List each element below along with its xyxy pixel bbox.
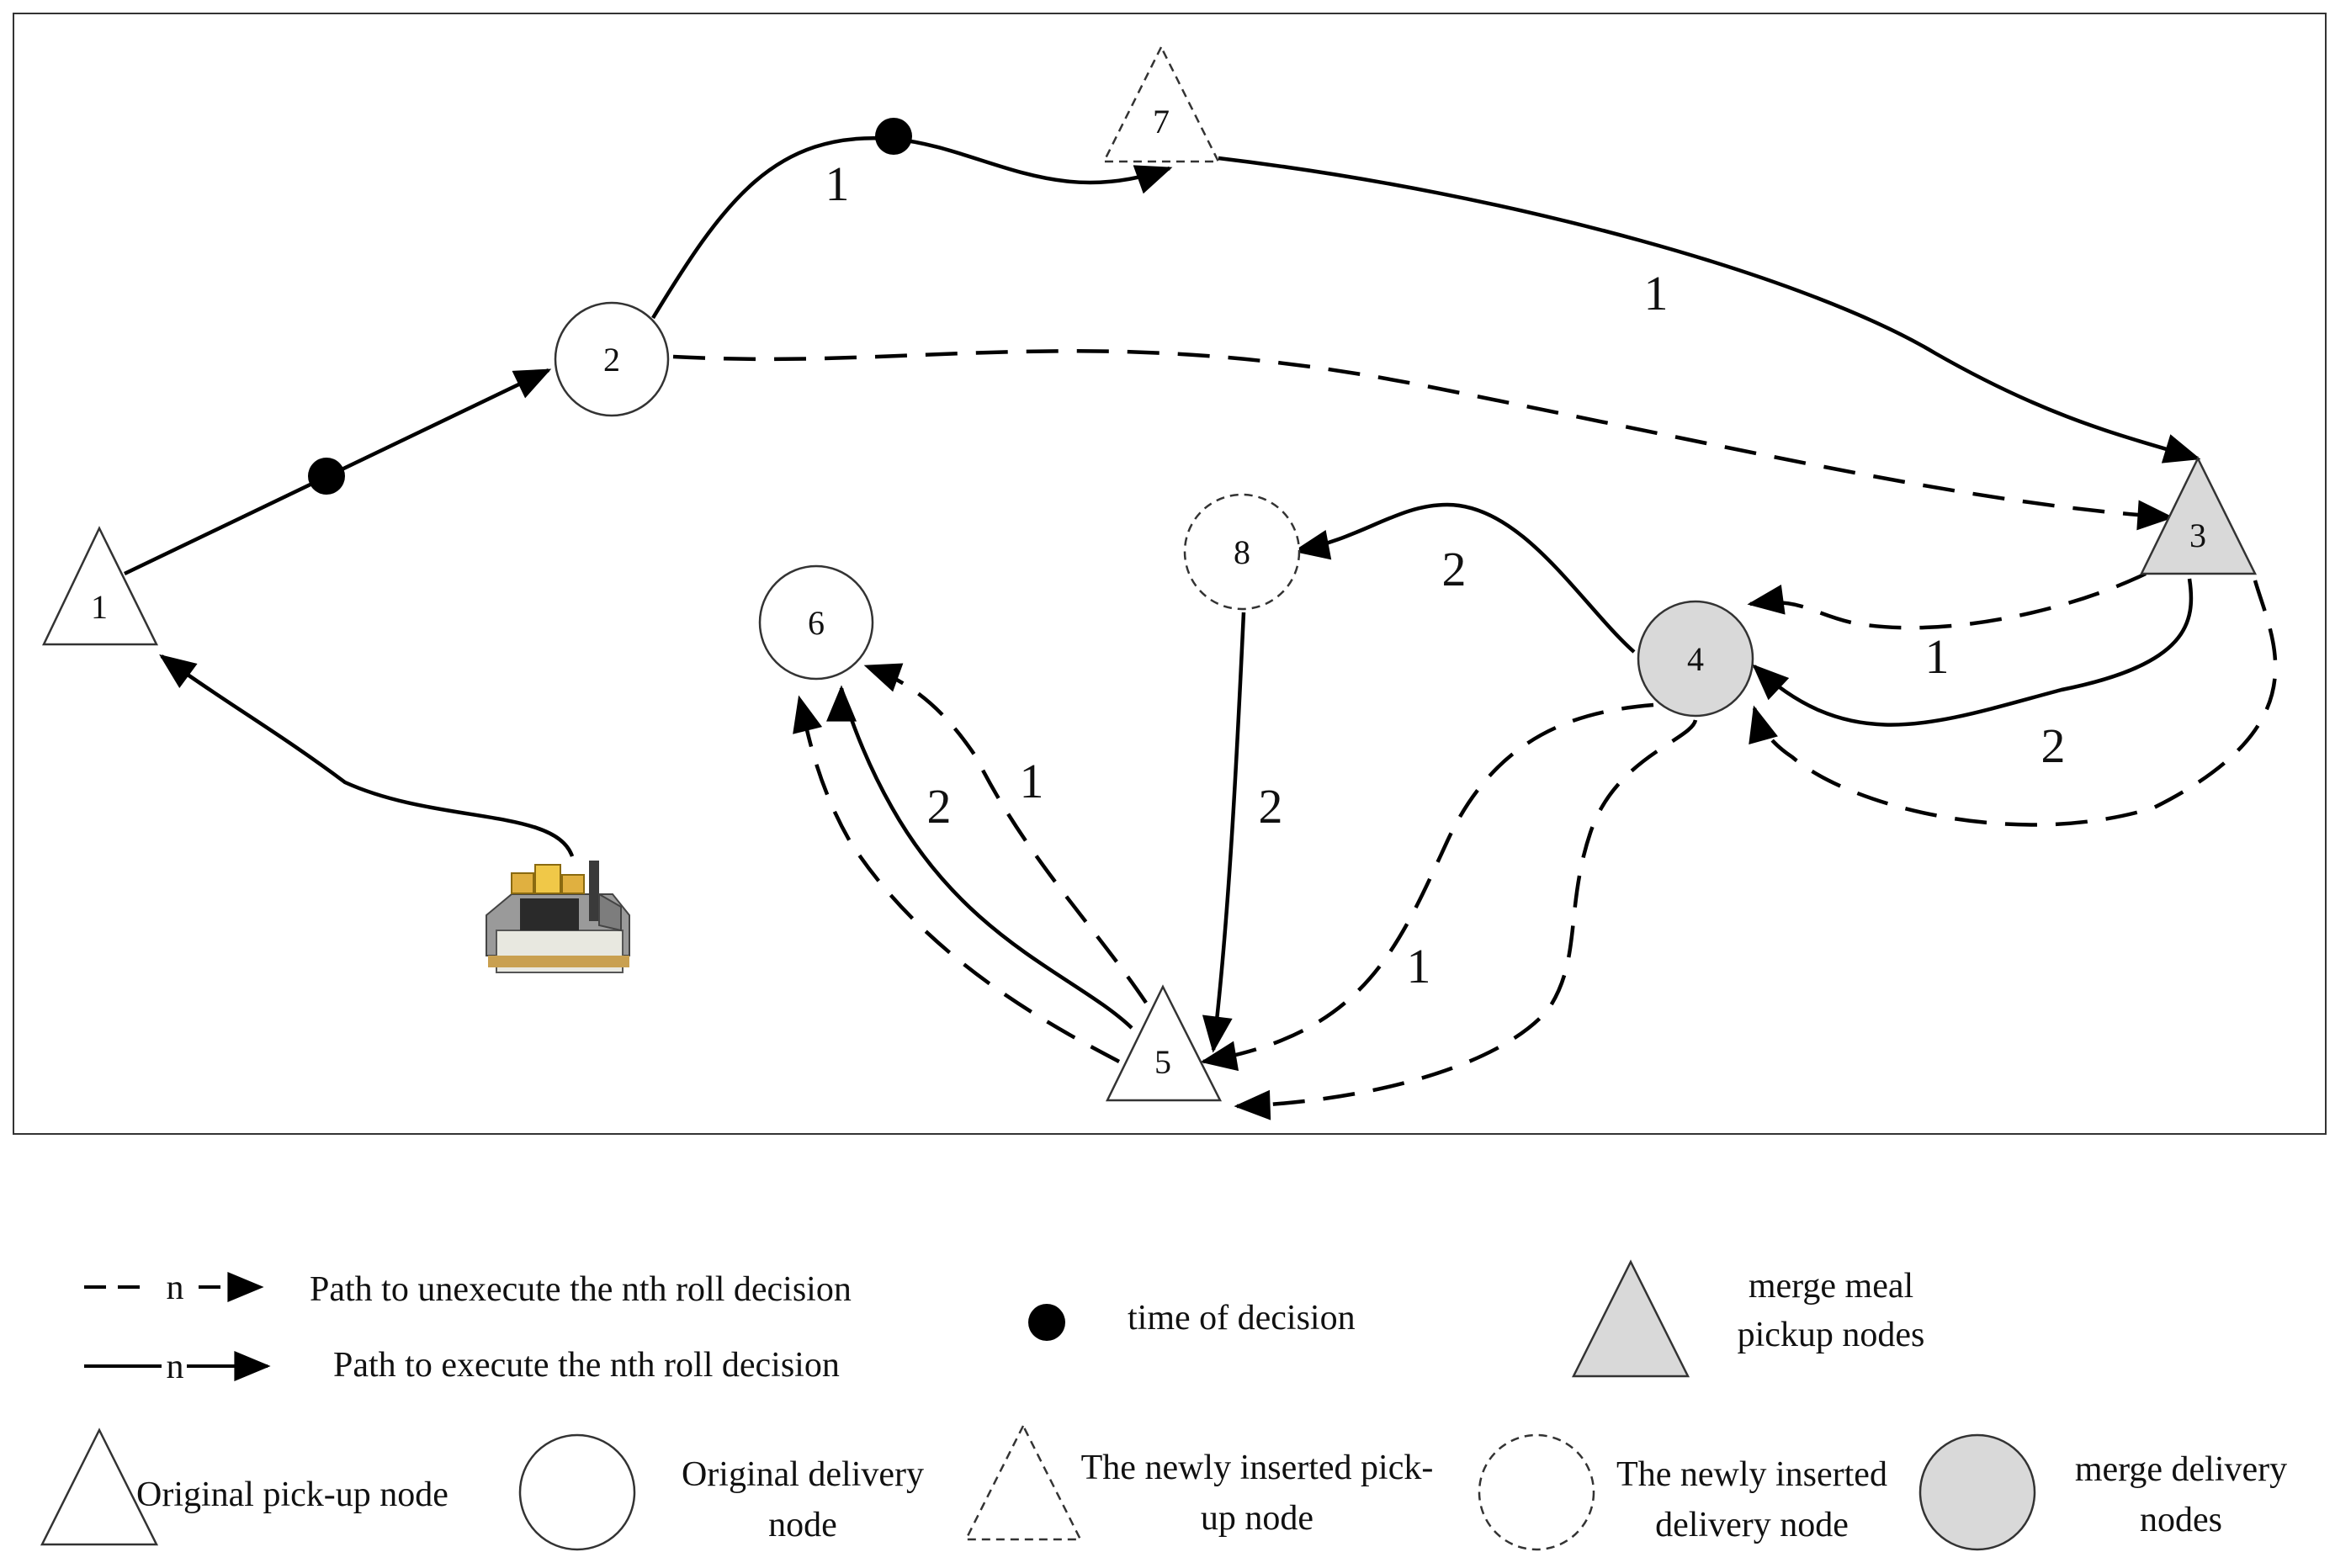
node-8: 8 xyxy=(1183,493,1301,611)
node-3: 3 xyxy=(2139,456,2258,575)
edges xyxy=(124,135,2278,1120)
legend-new-delivery: The newly inserted delivery node xyxy=(1478,1433,1887,1551)
svg-text:7: 7 xyxy=(1153,103,1170,140)
legend-merge-pickup: merge meal pickup nodes xyxy=(1571,1259,1925,1378)
svg-text:node: node xyxy=(768,1506,837,1544)
node-4: 4 xyxy=(1637,600,1754,718)
legend-solid-path: n Path to execute the nth roll decision xyxy=(84,1346,840,1386)
edge-vehicle-to-1 xyxy=(159,654,575,857)
edge-label-8-5: 2 xyxy=(1259,779,1283,834)
edge-label-5-6-dashed: 1 xyxy=(1020,754,1044,808)
node-5: 5 xyxy=(1105,984,1223,1102)
svg-text:The newly inserted: The newly inserted xyxy=(1616,1455,1887,1494)
svg-text:pickup nodes: pickup nodes xyxy=(1738,1316,1925,1354)
svg-text:3: 3 xyxy=(2189,516,2206,554)
svg-text:The newly inserted pick-: The newly inserted pick- xyxy=(1081,1449,1434,1487)
svg-text:8: 8 xyxy=(1234,533,1250,571)
svg-text:Original pick-up node: Original pick-up node xyxy=(136,1475,448,1514)
legend-dashed-path: n Path to unexecute the nth roll decisio… xyxy=(84,1269,852,1309)
svg-text:1: 1 xyxy=(91,588,108,626)
diagram-frame xyxy=(13,13,2327,1135)
edge-label-4-5-dashed: 1 xyxy=(1407,939,1431,993)
svg-text:time of decision: time of decision xyxy=(1128,1299,1356,1338)
svg-text:2: 2 xyxy=(603,341,620,379)
node-7: 7 xyxy=(1101,45,1221,163)
edge-7-to-3 xyxy=(1218,156,2201,464)
edge-8-to-5 xyxy=(1202,612,1246,1053)
svg-text:merge meal: merge meal xyxy=(1749,1267,1913,1306)
node-6: 6 xyxy=(758,564,874,681)
legend-new-pickup: The newly inserted pick- up node xyxy=(963,1423,1434,1541)
edge-5-to-6-dashed xyxy=(863,663,1148,1004)
edge-4-to-5-dashed-2 xyxy=(1234,719,1698,1120)
legend-decision-time: time of decision xyxy=(1028,1299,1356,1341)
decision-dot-2 xyxy=(875,118,912,155)
edge-label-3-4-solid: 2 xyxy=(2041,718,2066,773)
node-2: 2 xyxy=(554,301,670,417)
edge-label-4-8: 2 xyxy=(1442,542,1467,596)
edge-label-7-3: 1 xyxy=(1644,266,1669,320)
svg-text:delivery node: delivery node xyxy=(1655,1506,1849,1544)
svg-text:6: 6 xyxy=(808,604,825,642)
edge-5-to-6-dashed-back xyxy=(793,695,1121,1063)
edge-3-to-4-solid xyxy=(1752,578,2194,727)
svg-text:n: n xyxy=(167,1269,184,1307)
svg-text:5: 5 xyxy=(1154,1043,1171,1081)
legend-original-delivery: Original delivery node xyxy=(518,1433,924,1551)
svg-text:nodes: nodes xyxy=(2140,1501,2222,1539)
edge-label-3-4-dashed: 1 xyxy=(1925,629,1950,684)
legend: n Path to unexecute the nth roll decisio… xyxy=(40,1259,2287,1551)
decision-dot-1 xyxy=(308,458,345,495)
legend-merge-delivery: merge delivery nodes xyxy=(1918,1433,2287,1551)
delivery-robot-icon xyxy=(486,861,630,973)
legend-original-pickup: Original pick-up node xyxy=(40,1428,448,1546)
svg-text:n: n xyxy=(167,1348,184,1386)
edge-4-to-5-dashed-1 xyxy=(1200,702,1654,1072)
svg-text:up node: up node xyxy=(1201,1499,1313,1538)
edge-3-to-4-dashed-loop xyxy=(1749,580,2278,827)
edge-5-to-6-solid xyxy=(826,685,1133,1030)
svg-text:Original delivery: Original delivery xyxy=(682,1455,924,1494)
svg-text:4: 4 xyxy=(1687,640,1704,678)
svg-text:merge delivery: merge delivery xyxy=(2075,1450,2287,1489)
edge-4-to-8 xyxy=(1292,502,1636,654)
edge-label-5-6-solid: 2 xyxy=(927,779,952,834)
legend-solid-path-text: Path to execute the nth roll decision xyxy=(333,1346,840,1385)
node-1: 1 xyxy=(42,526,159,646)
edge-2-to-3-dashed xyxy=(672,349,2174,531)
legend-dashed-path-text: Path to unexecute the nth roll decision xyxy=(310,1270,852,1309)
edge-3-to-4-dashed xyxy=(1747,571,2147,630)
edge-label-2-7: 1 xyxy=(825,156,850,211)
